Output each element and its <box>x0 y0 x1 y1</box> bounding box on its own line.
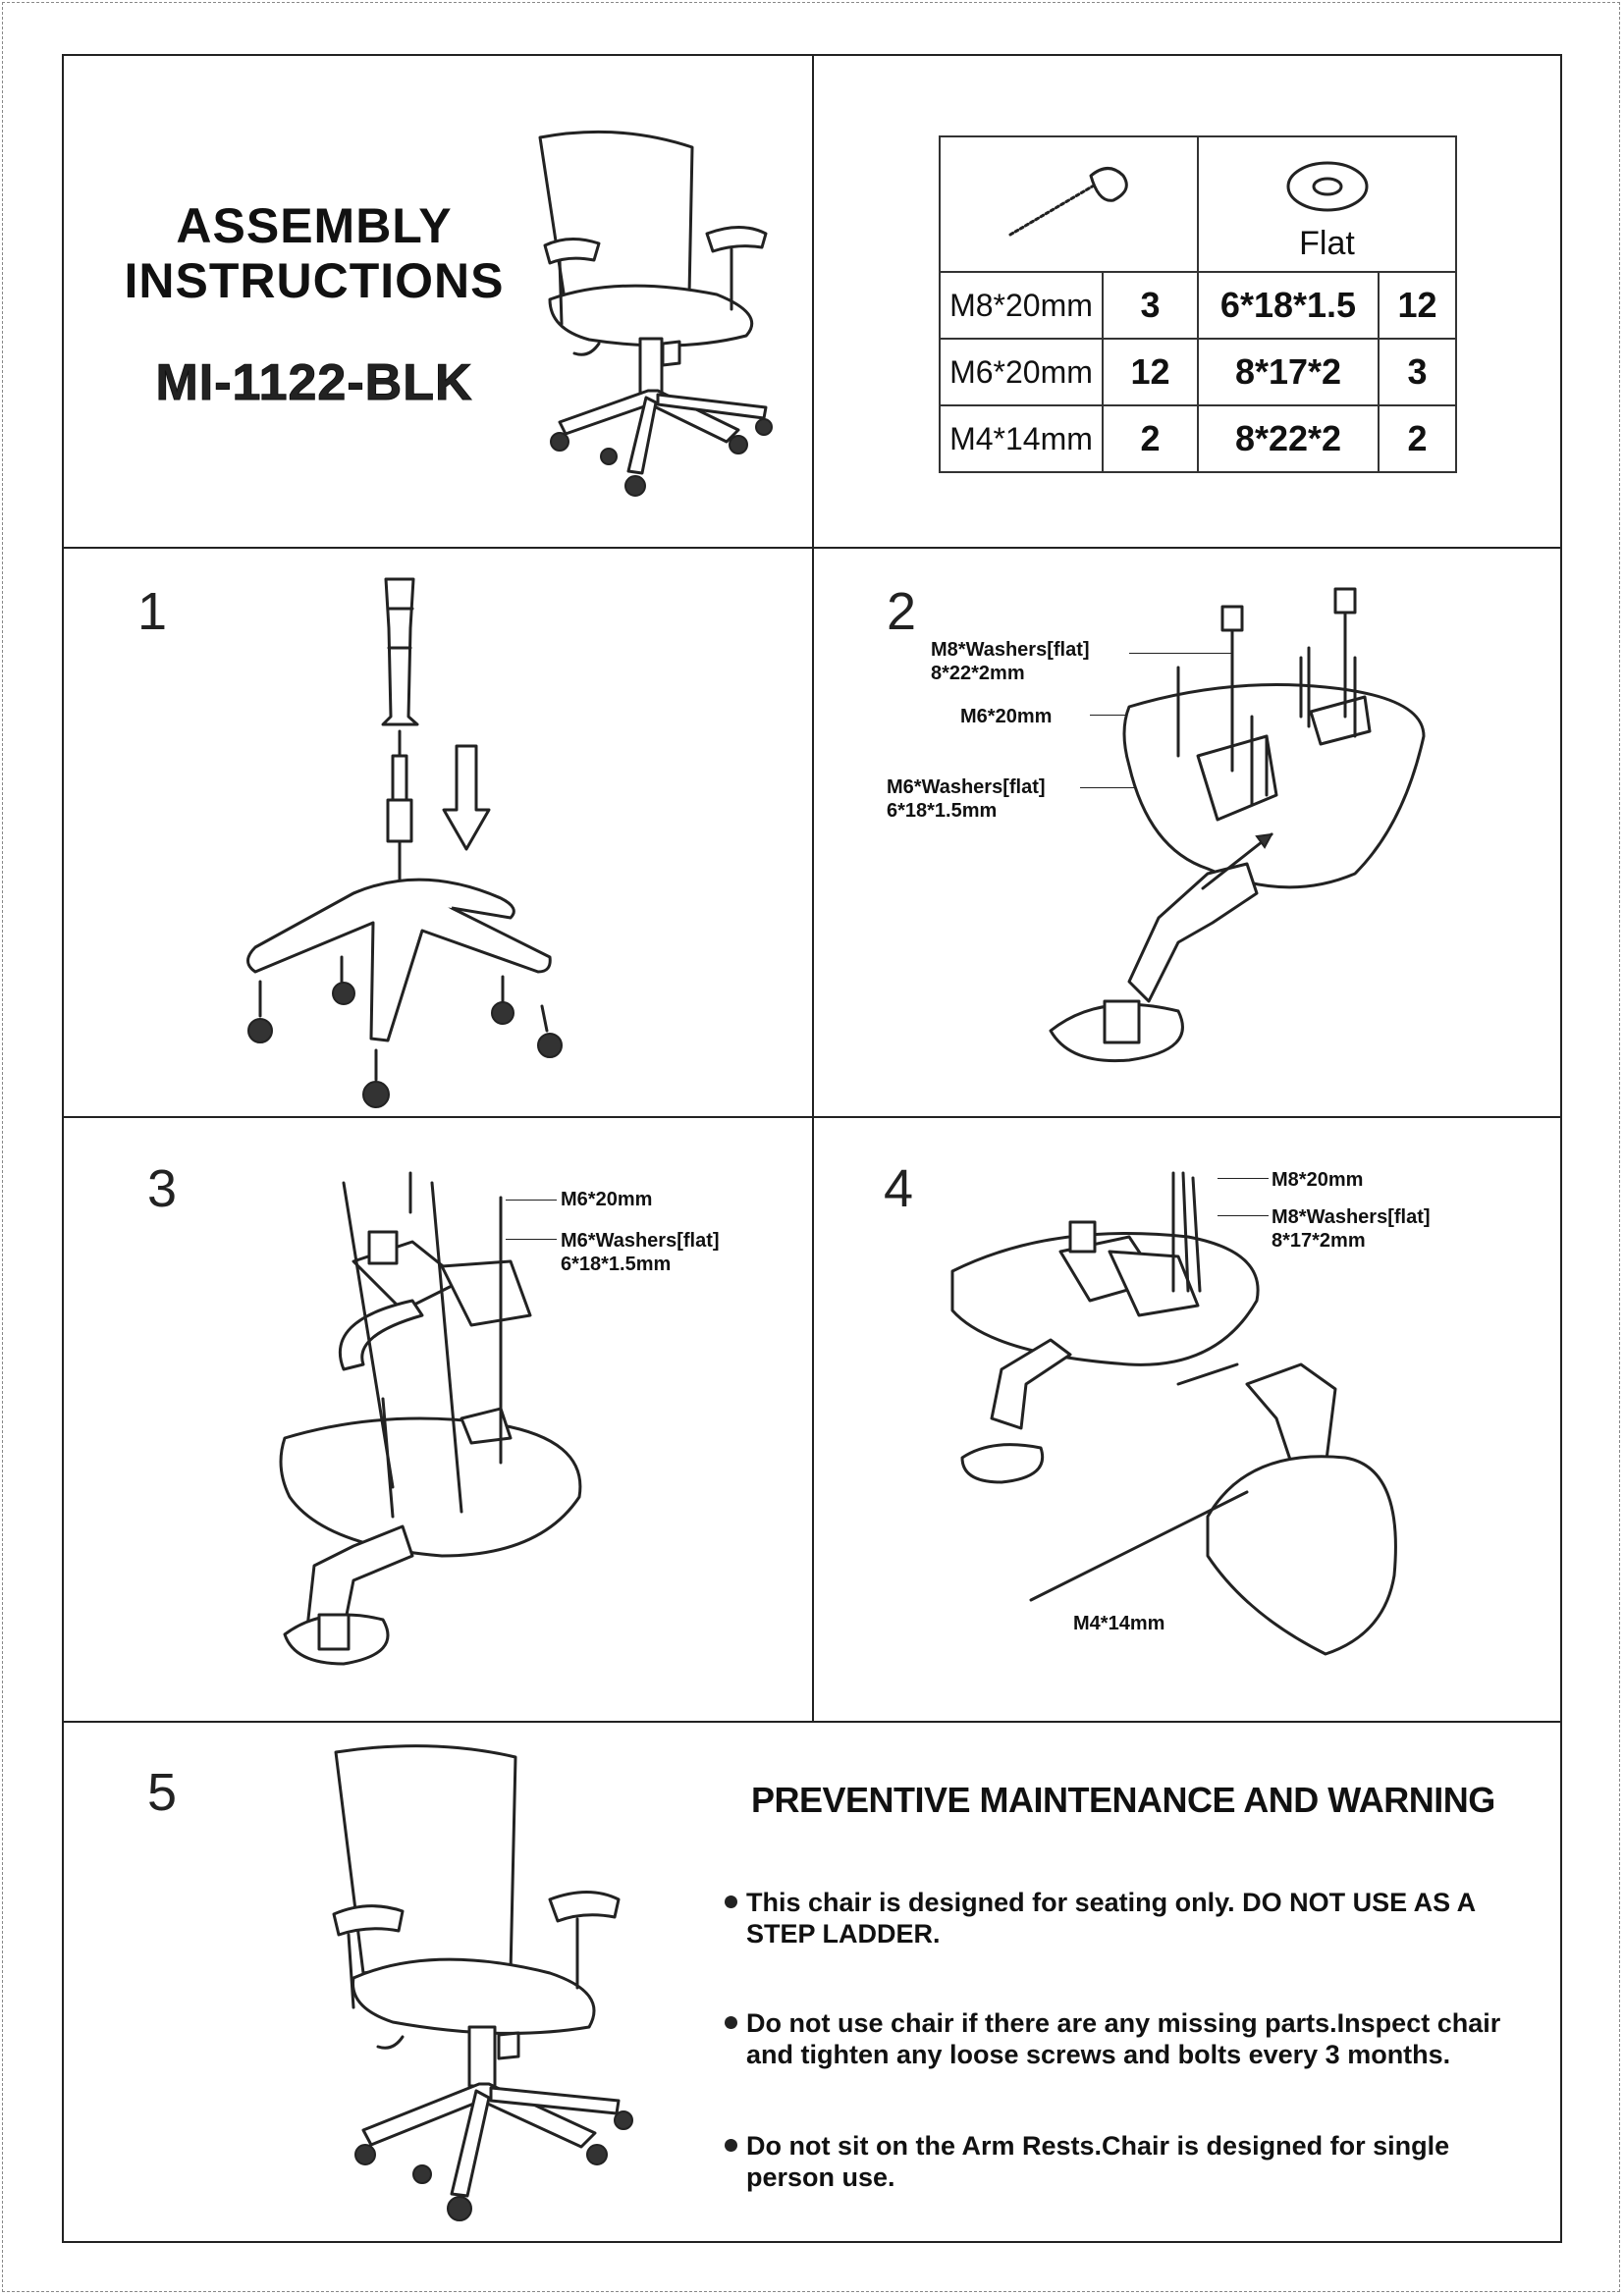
step-2-seat-illustration <box>1049 587 1426 1063</box>
title-line-2: INSTRUCTIONS <box>124 253 505 308</box>
step-1-base-illustration <box>246 577 563 1108</box>
step-4-label-m8-bolt: M8*20mm <box>1272 1169 1364 1191</box>
bullet-dot-icon <box>725 2139 737 2152</box>
step-4-leader-1 <box>1218 1178 1269 1179</box>
step-4-label-m8-washer: M8*Washers[flat] 8*17*2mm <box>1272 1206 1431 1252</box>
washer-qty-1: 12 <box>1378 271 1457 340</box>
washer-type-label: Flat <box>1299 225 1355 262</box>
warning-bullet-1-line-1: This chair is designed for seating only.… <box>746 1888 1477 1917</box>
washer-picture-cell: Flat <box>1197 135 1457 273</box>
bolt-size-2: M6*20mm <box>939 338 1104 406</box>
divider-row2 <box>62 1116 1562 1118</box>
bolt-icon <box>1008 166 1128 236</box>
step-1-number: 1 <box>137 582 168 641</box>
model-number: MI-1122-BLK <box>155 354 473 412</box>
washer-qty-3: 2 <box>1378 404 1457 473</box>
bolt-size-3: M4*14mm <box>939 404 1104 473</box>
bullet-dot-icon <box>725 1896 737 1908</box>
step-3-leader-2 <box>506 1239 557 1240</box>
step-4-label-m4-bolt: M4*14mm <box>1073 1613 1165 1634</box>
divider-row1 <box>62 547 1562 549</box>
flat-washer-icon <box>1286 161 1368 212</box>
bolt-qty-2: 12 <box>1102 338 1199 406</box>
step-5-number: 5 <box>147 1763 178 1822</box>
warning-bullet-1-line-2: STEP LADDER. <box>746 1919 941 1949</box>
title-line-1: ASSEMBLY <box>176 198 453 253</box>
washer-size-2: 8*17*2 <box>1197 338 1380 406</box>
washer-size-3: 8*22*2 <box>1197 404 1380 473</box>
divider-row3 <box>62 1721 1562 1723</box>
warning-bullet-1: This chair is designed for seating only.… <box>725 1887 1530 1949</box>
step-2-number: 2 <box>887 582 917 641</box>
step-3-number: 3 <box>147 1159 178 1218</box>
divider-top-vertical <box>812 54 814 1723</box>
bolt-qty-3: 2 <box>1102 404 1199 473</box>
step-2-leader-1 <box>1129 653 1232 654</box>
chair-illustration-large <box>332 1744 633 2221</box>
step-2-label-m6-washer: M6*Washers[flat] 6*18*1.5mm <box>887 776 1046 822</box>
step-4-number: 4 <box>884 1159 914 1218</box>
washer-size-1: 6*18*1.5 <box>1197 271 1380 340</box>
step-4-leader-2 <box>1218 1215 1269 1216</box>
step-3-mechanism-illustration <box>279 1171 582 1666</box>
warning-bullet-2: Do not use chair if there are any missin… <box>725 2007 1530 2070</box>
hardware-table: Flat M8*20mm 3 6*18*1.5 12 M6*20mm 12 8*… <box>939 135 1457 473</box>
step-3-label-m6-washer: M6*Washers[flat] 6*18*1.5mm <box>561 1230 720 1275</box>
step-3-label-m6-bolt: M6*20mm <box>561 1189 653 1210</box>
bolt-size-1: M8*20mm <box>939 271 1104 340</box>
warning-bullet-3-line-1: Do not sit on the Arm Rests.Chair is des… <box>746 2131 1450 2161</box>
page-title: ASSEMBLY INSTRUCTIONS <box>98 198 530 308</box>
warning-bullet-3-line-2: person use. <box>746 2163 895 2192</box>
chair-illustration-small <box>538 130 773 497</box>
washer-qty-2: 3 <box>1378 338 1457 406</box>
step-4-backrest-illustration <box>950 1171 1397 1656</box>
warning-bullet-2-line-1: Do not use chair if there are any missin… <box>746 2008 1501 2038</box>
warning-bullet-3: Do not sit on the Arm Rests.Chair is des… <box>725 2130 1530 2193</box>
bolt-qty-1: 3 <box>1102 271 1199 340</box>
warning-title: PREVENTIVE MAINTENANCE AND WARNING <box>751 1780 1495 1820</box>
warning-bullet-2-line-2: and tighten any loose screws and bolts e… <box>746 2040 1451 2069</box>
step-2-label-m8-washer: M8*Washers[flat] 8*22*2mm <box>931 639 1090 684</box>
bolt-picture-cell <box>939 135 1199 273</box>
step-2-label-m6-bolt: M6*20mm <box>960 706 1053 727</box>
bullet-dot-icon <box>725 2016 737 2029</box>
step-3-leader-1 <box>506 1200 557 1201</box>
